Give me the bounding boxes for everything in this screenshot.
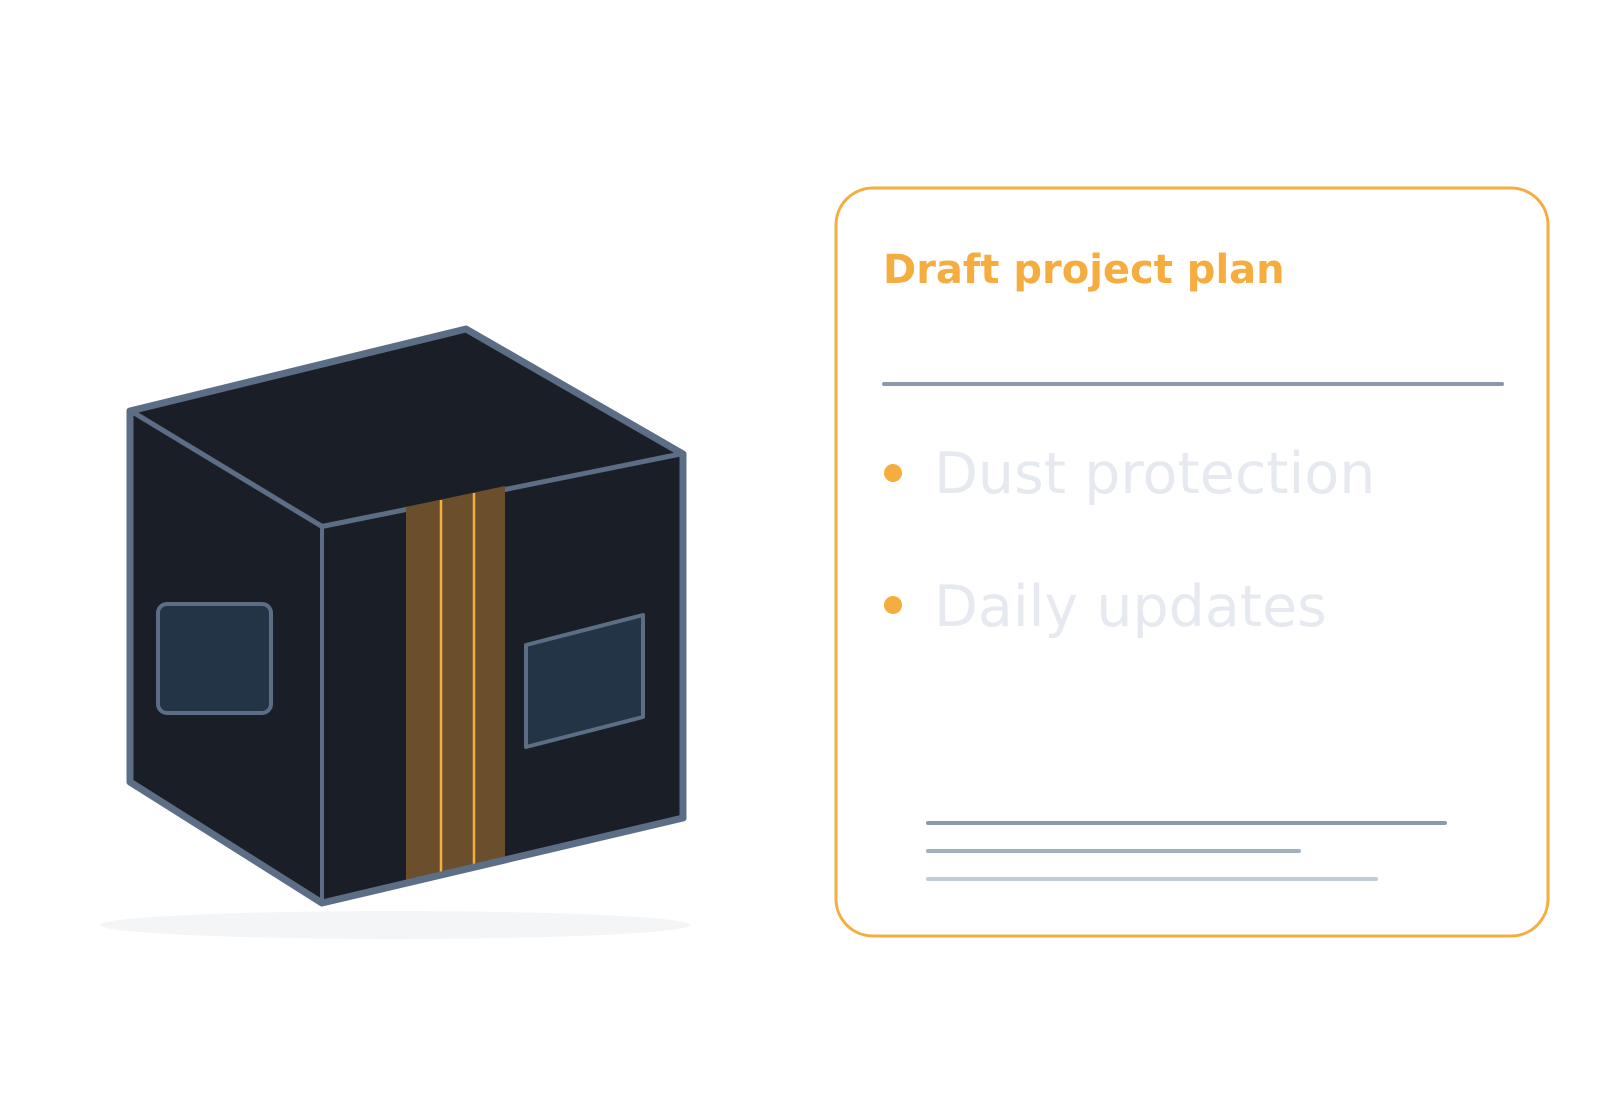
plan-card: Draft project plan Dust protection Daily… xyxy=(834,186,1550,938)
box-shadow xyxy=(100,911,690,939)
list-item: Daily updates xyxy=(884,574,1327,640)
list-item: Dust protection xyxy=(884,441,1375,507)
box-tape xyxy=(406,486,505,883)
bullet-dot-icon xyxy=(884,464,902,482)
box-outline xyxy=(126,325,687,907)
bullet-dot-icon xyxy=(884,596,902,614)
box-left-window xyxy=(156,602,273,715)
card-title: Draft project plan xyxy=(883,247,1285,293)
list-item-label: Daily updates xyxy=(934,574,1327,640)
shipping-box-icon xyxy=(100,325,690,939)
list-item-label: Dust protection xyxy=(934,441,1375,507)
plan-card-frame xyxy=(834,186,1550,938)
box-front-window xyxy=(524,613,645,749)
